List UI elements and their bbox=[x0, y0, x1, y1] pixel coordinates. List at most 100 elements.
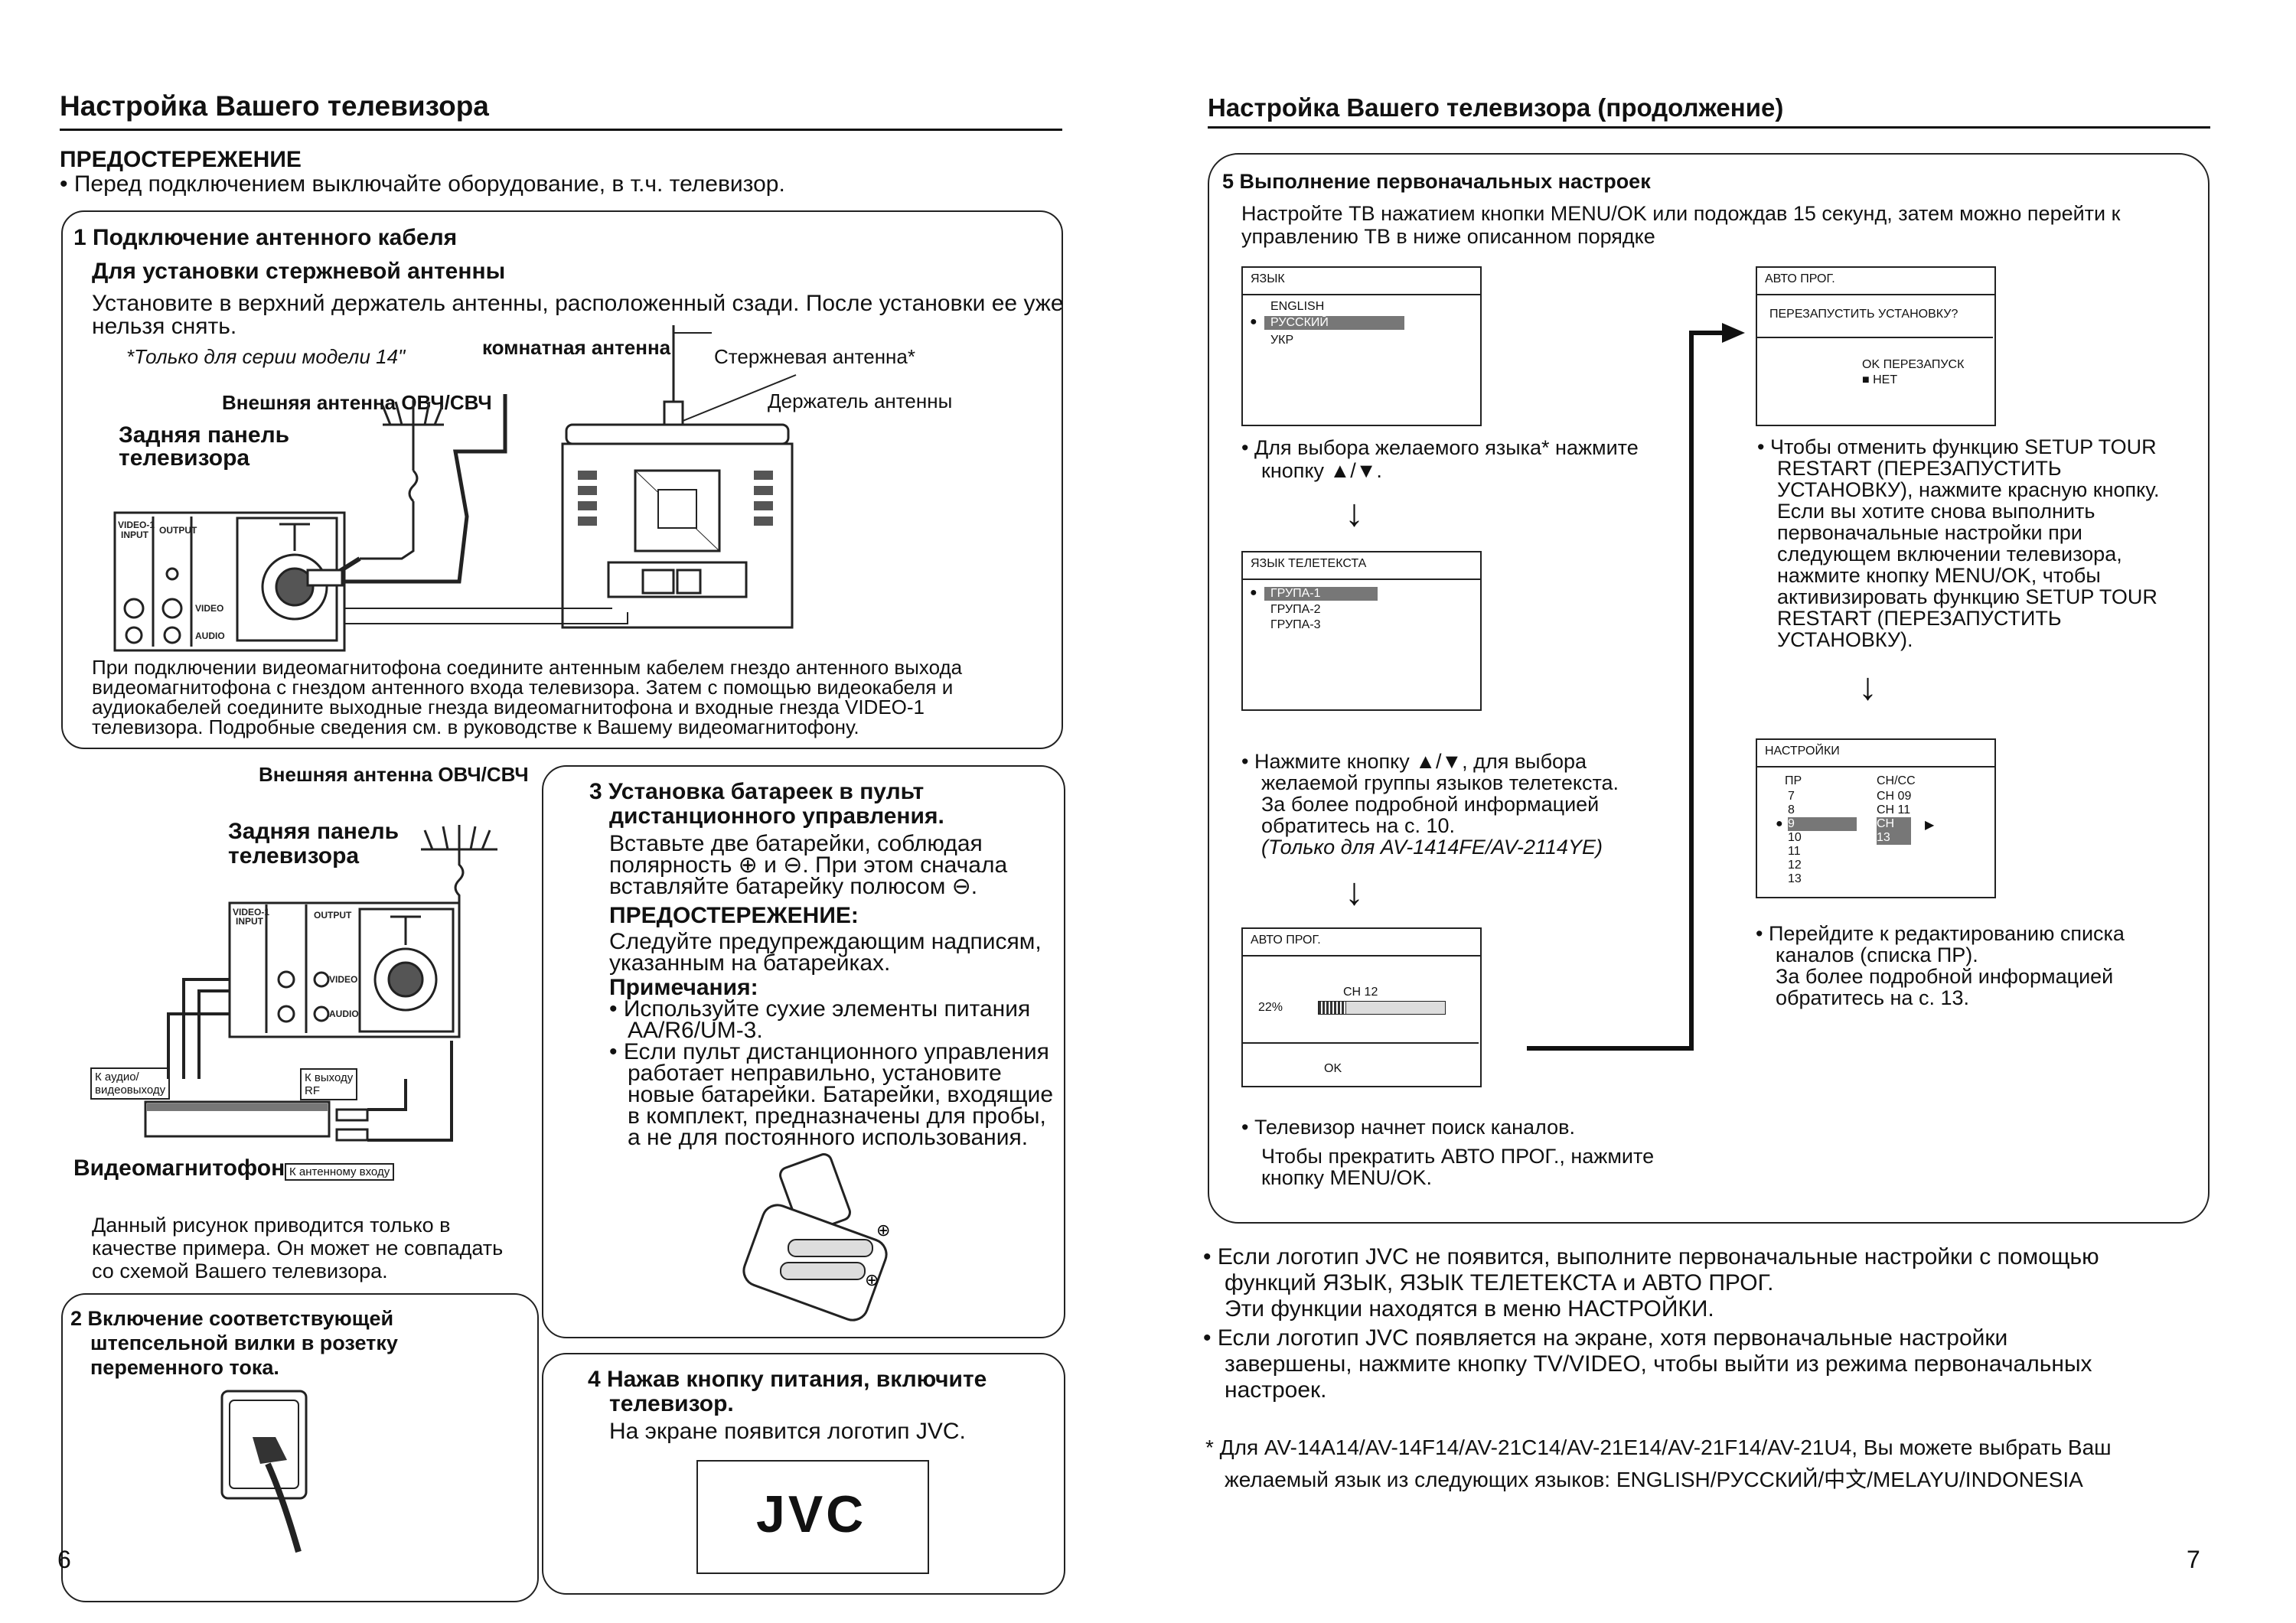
auto-percent: 22% bbox=[1258, 1001, 1283, 1014]
screen-teletext-title: ЯЗЫК ТЕЛЕТЕКСТА bbox=[1243, 552, 1480, 580]
settings-row-pr: 8 bbox=[1788, 803, 1795, 816]
bottom-note-2: функций ЯЗЫК, ЯЗЫК ТЕЛЕТЕКСТА и АВТО ПРО… bbox=[1225, 1270, 1774, 1295]
arrow-right-icon: ▶ bbox=[1925, 819, 1935, 832]
settings-instruction-2: каналов (списка ПР). bbox=[1776, 943, 1978, 966]
bottom-note-4: • Если логотип JVC появляется на экране,… bbox=[1203, 1325, 2008, 1351]
step1-subheading: Для установки стержневой антенны bbox=[92, 259, 506, 284]
label-rear-panel-1: Задняя панель bbox=[119, 422, 290, 448]
step2-heading-3: переменного тока. bbox=[90, 1356, 279, 1379]
label-vcr: Видеомагнитофон bbox=[73, 1155, 285, 1181]
svg-text:OUTPUT: OUTPUT bbox=[159, 525, 197, 536]
restart-instruction-line: УСТАНОВКУ). bbox=[1777, 628, 1913, 651]
step3-note2a: • Если пульт дистанционного управления bbox=[609, 1039, 1049, 1064]
label-indoor-antenna: комнатная антенна bbox=[482, 336, 671, 359]
restart-question: ПЕРЕЗАПУСТИТЬ УСТАНОВКУ? bbox=[1769, 308, 1958, 321]
remote-battery-illustration: ⊕ ⊕ bbox=[742, 1153, 890, 1322]
screen-auto-title: АВТО ПРОГ. bbox=[1243, 929, 1480, 957]
teletext-instruction-5: (Только для AV-1414FE/AV-2114YE) bbox=[1261, 836, 1603, 859]
left-title-rule bbox=[60, 129, 1062, 131]
settings-row-pr: 10 bbox=[1788, 831, 1802, 844]
diagram-note-2: качестве примера. Он может не совпадать bbox=[92, 1237, 504, 1260]
screen-restart-title: АВТО ПРОГ. bbox=[1757, 268, 1994, 295]
restart-instruction-line: УСТАНОВКУ), нажмите красную кнопку. bbox=[1777, 478, 2160, 501]
label-external-antenna: Внешняя антенна ОВЧ/СВЧ bbox=[222, 391, 492, 414]
settings-row-ch: CH 11 bbox=[1877, 803, 1911, 816]
svg-text:INPUT: INPUT bbox=[121, 530, 149, 540]
arrow-down-icon: ↓ bbox=[1345, 491, 1364, 534]
step3-heading-1: 3 Установка батареек в пульт bbox=[589, 779, 925, 804]
lang-option-english: ENGLISH bbox=[1270, 300, 1325, 313]
bottom-note-1: • Если логотип JVC не появится, выполнит… bbox=[1203, 1244, 2099, 1269]
step1-heading: 1 Подключение антенного кабеля bbox=[73, 225, 458, 250]
step2-box bbox=[61, 1293, 539, 1602]
auto-ok: OK bbox=[1324, 1062, 1342, 1075]
step3-notes: Примечания: bbox=[609, 975, 758, 1000]
jvc-logo-screen bbox=[696, 1460, 929, 1574]
svg-text:OUTPUT: OUTPUT bbox=[314, 910, 352, 921]
step3-text-2: полярность ⊕ и ⊖. При этом сначала bbox=[609, 852, 1008, 878]
svg-text:AUDIO: AUDIO bbox=[195, 631, 225, 641]
step1-text-1: Установите в верхний держатель антенны, … bbox=[92, 291, 1064, 316]
right-title-rule bbox=[1208, 126, 2210, 129]
auto-instruction-1: • Телевизор начнет поиск каналов. bbox=[1241, 1116, 1575, 1139]
flow-connector-arrow bbox=[1527, 323, 1745, 1051]
vcr-connect-text-1: При подключении видеомагнитофона соедини… bbox=[92, 656, 963, 679]
caution-text: • Перед подключением выключайте оборудов… bbox=[60, 171, 785, 197]
svg-text:⊕: ⊕ bbox=[876, 1221, 890, 1240]
step5-intro-1: Настройте ТВ нажатием кнопки MENU/OK или… bbox=[1241, 202, 2121, 225]
step5-box bbox=[1208, 153, 2210, 1224]
label-rf-out: К выходу RF bbox=[300, 1068, 358, 1100]
arrow-down-icon: ↓ bbox=[1345, 870, 1364, 913]
diagram-note-3: со схемой Вашего телевизора. bbox=[92, 1260, 388, 1282]
settings-instruction-4: обратитесь на с. 13. bbox=[1776, 986, 1969, 1009]
label-audio-video-out-2: видеовыходу bbox=[95, 1084, 166, 1097]
footnote-2: желаемый язык из следующих языков: ENGLI… bbox=[1225, 1468, 2083, 1491]
settings-row-pr: 11 bbox=[1788, 845, 1801, 858]
step4-heading-2: телевизор. bbox=[609, 1391, 734, 1416]
step1-text-2: нельзя снять. bbox=[92, 314, 237, 339]
selection-marker-icon: ● bbox=[1250, 586, 1257, 599]
settings-instruction-3: За более подробной информацией bbox=[1776, 965, 2114, 988]
screen-language-title: ЯЗЫК bbox=[1243, 268, 1480, 295]
step1-box bbox=[61, 210, 1063, 749]
auto-channel: CH 12 bbox=[1343, 986, 1378, 999]
svg-text:⊕: ⊕ bbox=[865, 1270, 879, 1289]
diagram-note-1: Данный рисунок приводится только в bbox=[92, 1214, 451, 1237]
screen-restart: АВТО ПРОГ. bbox=[1756, 266, 1996, 426]
settings-instruction-1: • Перейдите к редактированию списка bbox=[1756, 922, 2125, 945]
left-page-title: Настройка Вашего телевизора bbox=[60, 90, 489, 122]
label-antenna-input: К антенному входу bbox=[285, 1163, 395, 1181]
footnote-1: * Для AV-14A14/AV-14F14/AV-21C14/AV-21E1… bbox=[1205, 1436, 2112, 1459]
settings-col-pr: ПР bbox=[1785, 774, 1802, 787]
screen-language: ЯЗЫК bbox=[1241, 266, 1482, 426]
restart-option-no: ■ НЕТ bbox=[1862, 373, 1898, 386]
label-rf-out-2: RF bbox=[305, 1084, 320, 1097]
auto-instruction-2: Чтобы прекратить АВТО ПРОГ., нажмите bbox=[1261, 1145, 1655, 1168]
vcr-connect-text-4: телевизора. Подробные сведения см. в рук… bbox=[92, 715, 859, 738]
auto-divider bbox=[1243, 1042, 1479, 1044]
teletext-instruction-4: обратитесь на с. 10. bbox=[1261, 814, 1455, 837]
restart-divider bbox=[1757, 337, 1993, 338]
step5-heading: 5 Выполнение первоначальных настроек bbox=[1222, 170, 1651, 193]
teletext-option-3: ГРУПА-3 bbox=[1270, 618, 1321, 631]
lang-option-ukr: УКР bbox=[1270, 334, 1294, 347]
lang-option-russian: РУССКИЙ bbox=[1264, 316, 1404, 330]
svg-text:VIDEO-1: VIDEO-1 bbox=[118, 520, 155, 530]
settings-row-pr: 9 bbox=[1788, 817, 1857, 831]
left-page-number: 6 bbox=[57, 1546, 71, 1573]
step4-heading-1: 4 Нажав кнопку питания, включите bbox=[588, 1367, 987, 1392]
step3-note2b: работает неправильно, установите bbox=[628, 1061, 1002, 1086]
restart-instruction-line: следующем включении телевизора, bbox=[1777, 543, 2122, 565]
restart-instruction-line: RESTART (ПЕРЕЗАПУСТИТЬ bbox=[1777, 607, 2062, 630]
bottom-note-3: Эти функции находятся в меню НАСТРОЙКИ. bbox=[1225, 1296, 1714, 1322]
label-audio-video-out: К аудио/ видеовыходу bbox=[90, 1067, 171, 1100]
restart-instruction-line: Если вы хотите снова выполнить bbox=[1777, 500, 2095, 523]
step3-heading-2: дистанционного управления. bbox=[609, 803, 944, 829]
right-page-number: 7 bbox=[2187, 1546, 2200, 1573]
step3-note2d: в комплект, предназначены для пробы, bbox=[628, 1103, 1046, 1129]
step4-text: На экране появится логотип JVC. bbox=[609, 1419, 966, 1444]
svg-text:VIDEO: VIDEO bbox=[195, 603, 223, 614]
settings-row-pr: 12 bbox=[1788, 859, 1802, 872]
